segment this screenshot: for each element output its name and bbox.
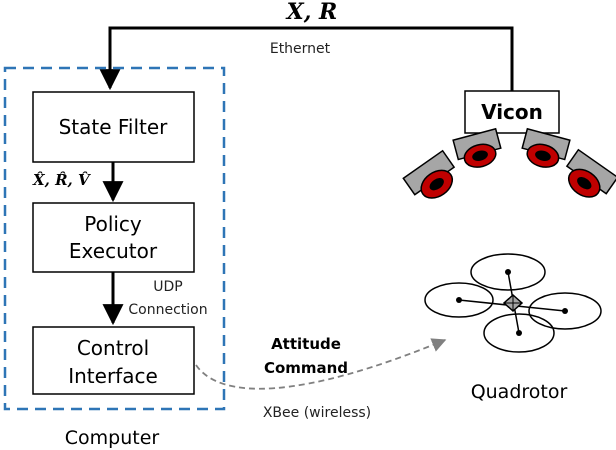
control-interface-box: [32, 326, 195, 395]
udp-label-1: UDP: [153, 279, 182, 295]
control-interface-label-1: Control: [77, 336, 149, 360]
attitude-command-label-2: Command: [264, 359, 348, 377]
computer-boundary: [3, 66, 226, 411]
estimate-label: X̂, R̂, V̂: [32, 171, 91, 189]
computer-label: Computer: [65, 427, 160, 449]
ethernet-link-line: [99, 26, 514, 91]
ethernet-label: Ethernet: [270, 41, 331, 57]
state-filter-label: State Filter: [59, 115, 169, 139]
policy-executor-label-2: Executor: [69, 239, 158, 263]
control-interface-label-2: Interface: [68, 364, 158, 388]
xbee-label: XBee (wireless): [263, 405, 371, 421]
quadrotor-label: Quadrotor: [471, 381, 568, 403]
policy-executor-label-1: Policy: [84, 212, 142, 236]
vicon-camera-icon: [565, 148, 616, 198]
vicon-camera-icon: [521, 127, 571, 168]
state-filter-box: [32, 91, 195, 163]
vicon-box: [464, 90, 560, 134]
ethernet-math-label: X, R: [285, 0, 338, 25]
attitude-command-label-1: Attitude: [271, 335, 341, 353]
vicon-label: Vicon: [481, 100, 543, 124]
vicon-camera-icon: [402, 149, 456, 199]
udp-label-2: Connection: [128, 302, 207, 318]
vicon-camera-icon: [452, 127, 502, 168]
quadrotor-icon: [424, 253, 602, 353]
